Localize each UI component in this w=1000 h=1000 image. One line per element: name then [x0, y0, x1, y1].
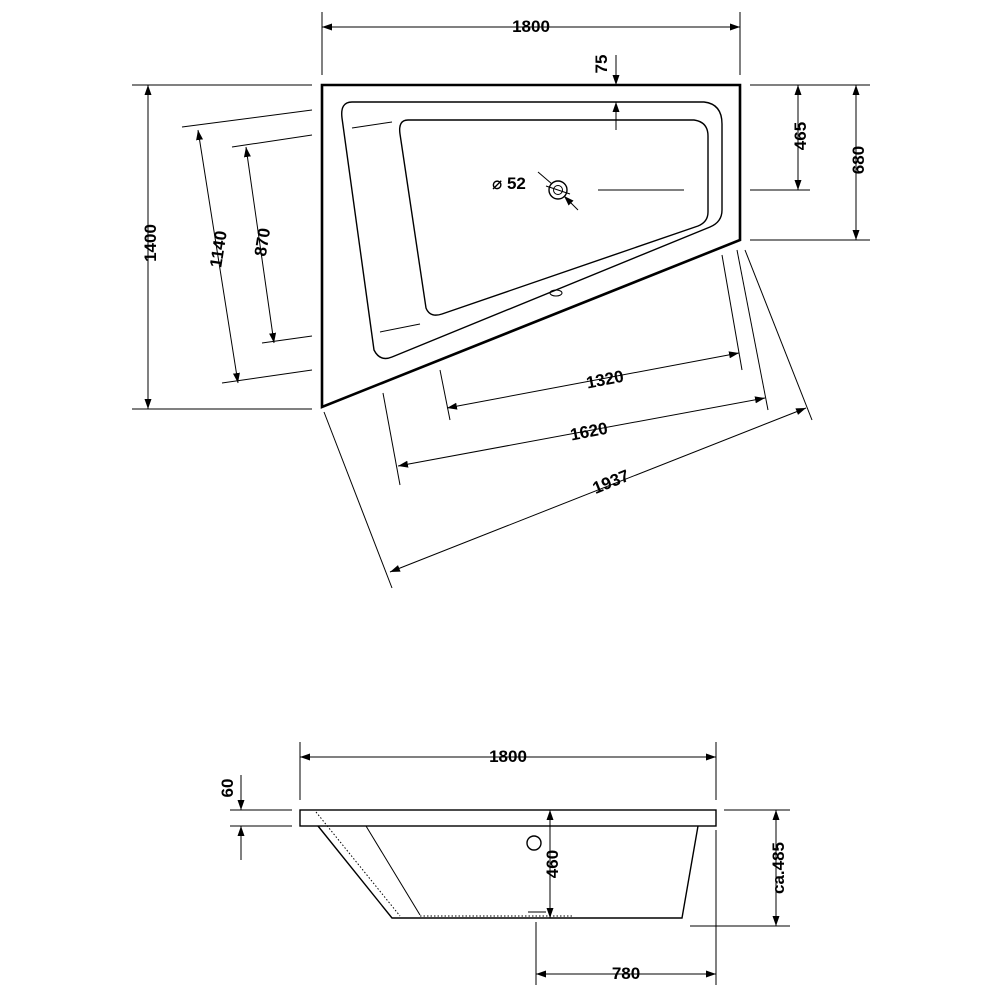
dim-line-870 — [243, 146, 277, 344]
drain — [537, 171, 579, 211]
dim-1140: 1140 — [206, 229, 231, 268]
dim-60: 60 — [218, 779, 237, 798]
dim-line-1140 — [196, 129, 240, 384]
dim-1620: 1620 — [569, 419, 610, 445]
dim-680: 680 — [849, 146, 868, 174]
tub-rim-side — [299, 809, 717, 827]
dim-1937: 1937 — [590, 466, 632, 498]
dim-1320: 1320 — [585, 367, 626, 393]
extension-line — [261, 335, 313, 344]
extension-line — [744, 249, 813, 421]
dim-75: 75 — [592, 55, 611, 74]
dim-870: 870 — [251, 227, 274, 258]
dim-780: 780 — [612, 964, 640, 983]
extension-line — [439, 369, 451, 421]
extension-line — [323, 411, 393, 589]
extension-line — [181, 109, 313, 128]
dim-line-1937 — [389, 407, 807, 573]
extension-line — [221, 369, 313, 384]
dim-465: 465 — [791, 122, 810, 150]
dim-1800-top: 1800 — [512, 17, 550, 36]
overflow-circle — [526, 835, 542, 851]
top-view: 1800 75 465 680 1400 1140 870 ⌀ 52 — [132, 12, 870, 589]
extension-line — [231, 134, 313, 148]
rim-edge-line — [351, 121, 393, 129]
extension-line — [721, 254, 743, 371]
tub-body-side — [317, 825, 699, 919]
tub-inner-side — [365, 825, 421, 916]
tub-rim-inner — [341, 101, 723, 360]
overflow-mark — [549, 289, 563, 297]
dim-460: 460 — [543, 850, 562, 878]
side-view: 1800 60 460 ca.485 780 — [218, 742, 790, 985]
dim-1800-side: 1800 — [489, 747, 527, 766]
dim-ca-485: ca.485 — [769, 842, 788, 894]
dim-diameter-52: ⌀ 52 — [492, 174, 526, 193]
extension-line — [736, 249, 769, 411]
extension-line — [382, 392, 401, 486]
rim-edge-line — [379, 323, 421, 333]
dim-1400: 1400 — [141, 224, 160, 262]
tub-basin — [398, 119, 709, 316]
tub-outline-top — [320, 83, 742, 409]
hidden-line — [315, 811, 401, 917]
